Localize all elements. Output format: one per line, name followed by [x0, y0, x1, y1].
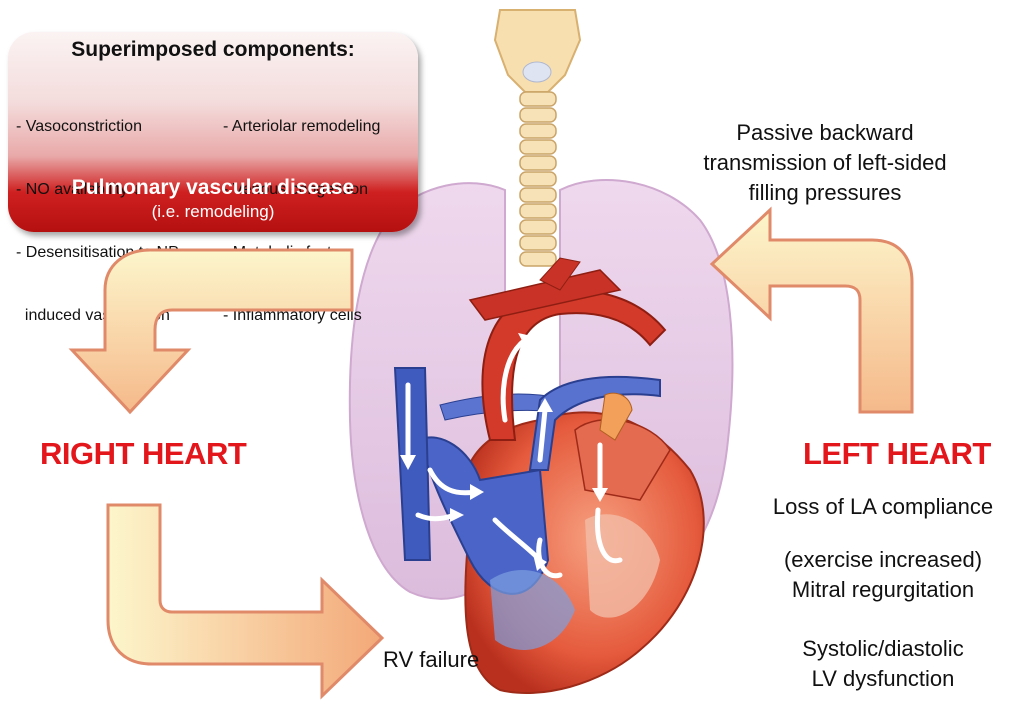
la-compliance-text: Loss of LA compliance — [748, 492, 1018, 522]
arrow-to-rv-failure — [108, 505, 382, 696]
passive-transmission-text: Passive backward transmission of left-si… — [640, 118, 1010, 208]
lv-line: Systolic/diastolic — [768, 634, 998, 664]
mitral-line: (exercise increased) — [758, 545, 1008, 575]
left-heart-label: LEFT HEART — [803, 436, 991, 472]
mitral-line: Mitral regurgitation — [758, 575, 1008, 605]
lv-line: LV dysfunction — [768, 664, 998, 694]
right-heart-label: RIGHT HEART — [40, 436, 246, 472]
passive-line: transmission of left-sided — [640, 148, 1010, 178]
passive-line: Passive backward — [640, 118, 1010, 148]
mitral-regurgitation-text: (exercise increased) Mitral regurgitatio… — [758, 545, 1008, 605]
rv-failure-label: RV failure — [383, 645, 479, 675]
lv-dysfunction-text: Systolic/diastolic LV dysfunction — [768, 634, 998, 694]
arrow-from-left-heart — [712, 210, 912, 412]
passive-line: filling pressures — [640, 178, 1010, 208]
arrow-to-right-heart — [72, 250, 352, 412]
